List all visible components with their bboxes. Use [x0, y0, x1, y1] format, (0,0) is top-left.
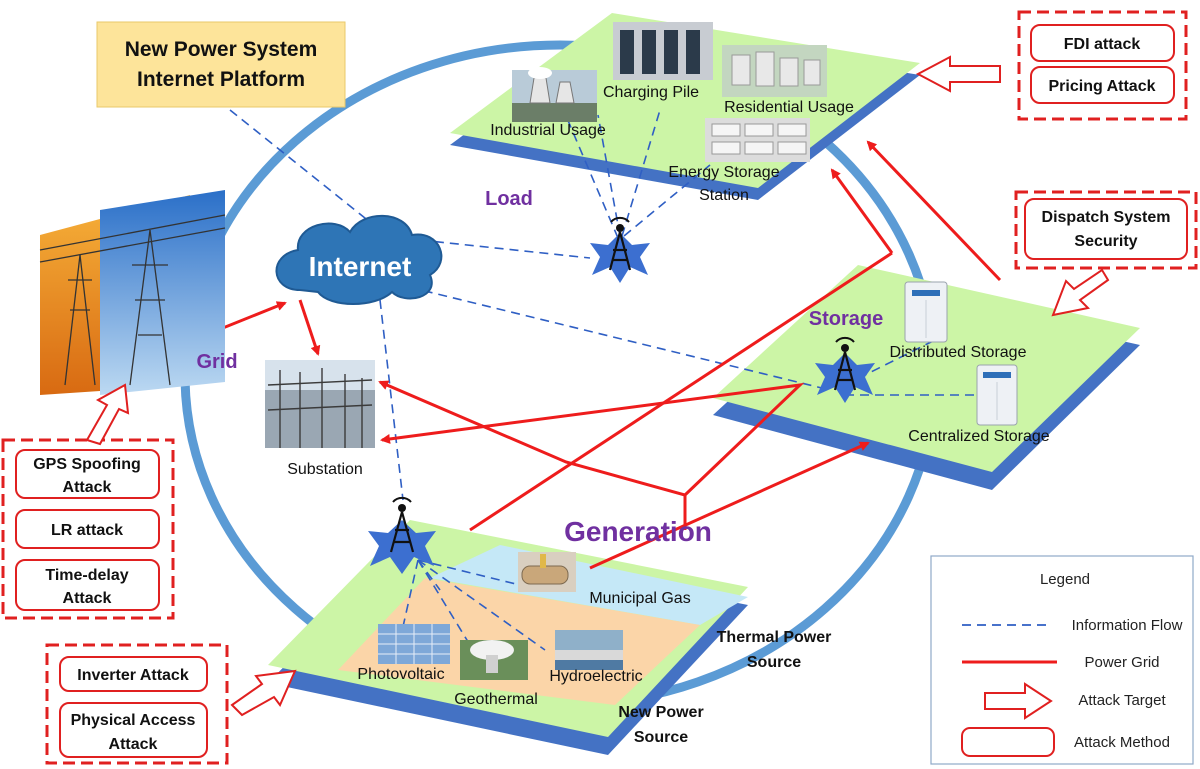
legend-attack-method-swatch [961, 727, 1055, 757]
residential-photo [722, 45, 827, 97]
load-title: Load [485, 188, 533, 210]
storage-plane [713, 265, 1140, 490]
legend-info-flow-label: Information Flow [1072, 617, 1183, 634]
fdi-attack-label: FDI attack [1064, 36, 1141, 53]
energy-storage-label-1: Energy Storage [668, 164, 779, 181]
generation-tower-icon [368, 496, 436, 574]
fdi-attack-box [1030, 24, 1175, 62]
residential-label: Residential Usage [724, 99, 854, 116]
grid-photo [39, 190, 226, 395]
centralized-storage-label: Centralized Storage [908, 428, 1050, 445]
grid-label: Grid [196, 351, 237, 373]
legend-attack-target-swatch [984, 682, 1053, 720]
hydroelectric-photo [555, 630, 623, 670]
physical-attack-box [59, 702, 208, 758]
industrial-photo [512, 67, 597, 122]
thermal-source-label-2: Source [747, 654, 801, 671]
inverter-attack-box [59, 656, 208, 692]
generation-title: Generation [564, 516, 712, 547]
grid-attack-target-arrow [85, 383, 130, 446]
timedelay-attack-label-1: Time-delay [45, 567, 128, 584]
substation-photo [265, 360, 375, 448]
pricing-attack-box [1030, 66, 1175, 104]
legend-title: Legend [1040, 571, 1090, 588]
industrial-label: Industrial Usage [490, 122, 606, 139]
timedelay-attack-box [15, 559, 160, 611]
physical-attack-label-1: Physical Access [71, 712, 196, 729]
new-power-source-label-2: Source [634, 729, 688, 746]
pricing-attack-label: Pricing Attack [1049, 78, 1156, 95]
charging-pile-label: Charging Pile [603, 84, 699, 101]
platform-box: New Power System Internet Platform [96, 21, 346, 108]
new-power-source-label-1: New Power [618, 704, 703, 721]
thermal-source-label-1: Thermal Power [717, 629, 832, 646]
physical-attack-label-2: Attack [109, 736, 158, 753]
platform-title-line1: New Power System [125, 38, 318, 61]
load-tower-icon [590, 216, 650, 283]
dispatch-attack-box [1024, 198, 1188, 260]
generation-attack-target-arrow [230, 669, 297, 717]
municipal-gas-photo [518, 552, 576, 592]
gps-attack-label-2: Attack [63, 479, 112, 496]
photovoltaic-photo [378, 624, 450, 664]
legend: Legend Information Flow Power Grid Attac… [930, 555, 1194, 765]
municipal-gas-zone [430, 545, 748, 625]
storage-title: Storage [809, 308, 883, 330]
gps-attack-box [15, 449, 160, 499]
charging-pile-photo [613, 22, 713, 80]
dispatch-attack-target-arrow [1051, 268, 1110, 317]
internet-cloud: Internet [275, 214, 443, 305]
legend-attack-target-label: Attack Target [1078, 692, 1166, 709]
platform-title-line2: Internet Platform [137, 68, 305, 91]
fdi-attack-target-arrow [915, 55, 1001, 93]
attack-group-generation: Inverter Attack Physical Access Attack [45, 643, 229, 765]
storage-tower-icon [815, 336, 875, 403]
lr-attack-label: LR attack [51, 522, 123, 539]
hydroelectric-label: Hydroelectric [549, 668, 642, 685]
inverter-attack-label: Inverter Attack [77, 667, 189, 684]
geothermal-photo [460, 640, 528, 680]
dispatch-label-1: Dispatch System [1042, 209, 1171, 226]
legend-attack-method-label: Attack Method [1074, 734, 1170, 751]
legend-power-grid-label: Power Grid [1084, 654, 1159, 671]
attack-group-grid: GPS Spoofing Attack LR attack Time-delay… [1, 438, 175, 620]
municipal-gas-label: Municipal Gas [589, 590, 690, 607]
attack-group-dispatch: Dispatch System Security [1014, 190, 1198, 270]
gps-attack-label-1: GPS Spoofing [33, 456, 141, 473]
geothermal-label: Geothermal [454, 691, 538, 708]
distributed-storage-photo [904, 281, 948, 343]
timedelay-attack-label-2: Attack [63, 590, 112, 607]
centralized-storage-photo [976, 364, 1018, 426]
internet-label: Internet [309, 251, 412, 282]
energy-storage-station-photo [705, 118, 810, 162]
substation-label: Substation [287, 461, 363, 478]
distributed-storage-label: Distributed Storage [890, 344, 1027, 361]
dispatch-label-2: Security [1074, 233, 1137, 250]
lr-attack-box [15, 509, 160, 549]
photovoltaic-label: Photovoltaic [357, 666, 444, 683]
attack-group-fdi-pricing: FDI attack Pricing Attack [1017, 10, 1188, 121]
energy-storage-label-2: Station [699, 187, 749, 204]
